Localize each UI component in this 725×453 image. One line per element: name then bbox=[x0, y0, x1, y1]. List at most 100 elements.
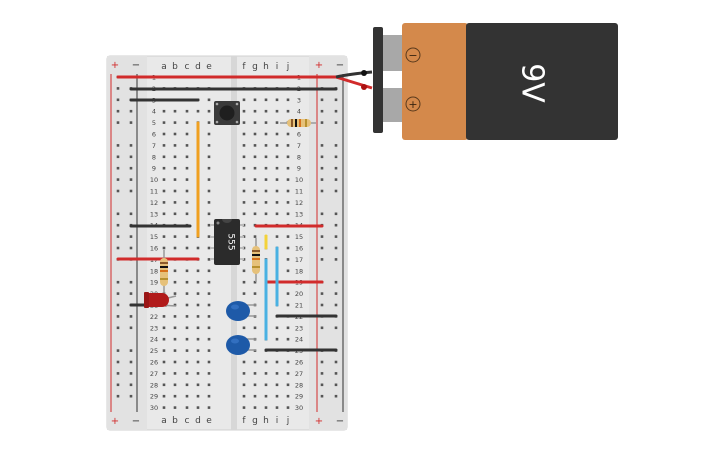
breadboard-hole[interactable] bbox=[196, 109, 200, 113]
breadboard-hole[interactable] bbox=[286, 394, 290, 398]
breadboard-hole[interactable] bbox=[320, 372, 324, 375]
breadboard-hole[interactable] bbox=[116, 189, 120, 193]
breadboard-hole[interactable] bbox=[334, 178, 338, 181]
breadboard-hole[interactable] bbox=[185, 280, 189, 284]
breadboard-hole[interactable] bbox=[173, 303, 177, 307]
breadboard-hole[interactable] bbox=[196, 349, 200, 352]
breadboard-hole[interactable] bbox=[173, 155, 177, 159]
wire-battery-black-lead[interactable] bbox=[335, 70, 373, 79]
breadboard-hole[interactable] bbox=[116, 87, 120, 90]
breadboard-hole[interactable] bbox=[207, 303, 211, 307]
breadboard-hole[interactable] bbox=[162, 406, 166, 409]
breadboard-hole[interactable] bbox=[173, 383, 177, 387]
breadboard-hole[interactable] bbox=[253, 360, 257, 364]
battery-9v-icon[interactable]: − + 9V bbox=[373, 23, 618, 140]
breadboard-hole[interactable] bbox=[173, 326, 177, 330]
breadboard-hole[interactable] bbox=[320, 98, 324, 102]
breadboard-hole[interactable] bbox=[207, 383, 211, 387]
breadboard-hole[interactable] bbox=[275, 326, 279, 330]
breadboard-hole[interactable] bbox=[162, 349, 166, 352]
breadboard-hole[interactable] bbox=[116, 326, 120, 330]
breadboard-hole[interactable] bbox=[275, 98, 279, 102]
breadboard-hole[interactable] bbox=[207, 223, 211, 227]
breadboard-hole[interactable] bbox=[207, 235, 211, 238]
breadboard-hole[interactable] bbox=[162, 235, 166, 238]
breadboard-hole[interactable] bbox=[286, 155, 290, 159]
breadboard-hole[interactable] bbox=[162, 201, 166, 204]
breadboard-hole[interactable] bbox=[196, 303, 200, 307]
breadboard-hole[interactable] bbox=[185, 121, 189, 124]
capacitor-icon[interactable] bbox=[226, 301, 256, 321]
breadboard-hole[interactable] bbox=[253, 406, 257, 409]
breadboard-hole[interactable] bbox=[242, 189, 246, 193]
breadboard-hole[interactable] bbox=[320, 212, 324, 216]
breadboard-hole[interactable] bbox=[116, 155, 120, 159]
breadboard-hole[interactable] bbox=[242, 178, 246, 181]
breadboard-hole[interactable] bbox=[286, 406, 290, 409]
breadboard-hole[interactable] bbox=[173, 178, 177, 181]
breadboard-hole[interactable] bbox=[129, 109, 133, 113]
breadboard-hole[interactable] bbox=[253, 201, 257, 204]
breadboard-hole[interactable] bbox=[207, 315, 211, 318]
breadboard-hole[interactable] bbox=[196, 269, 200, 273]
breadboard-hole[interactable] bbox=[207, 98, 211, 102]
breadboard-hole[interactable] bbox=[242, 326, 246, 330]
breadboard-hole[interactable] bbox=[253, 166, 257, 170]
breadboard-hole[interactable] bbox=[334, 212, 338, 216]
breadboard-hole[interactable] bbox=[162, 212, 166, 216]
breadboard-hole[interactable] bbox=[162, 189, 166, 193]
breadboard-hole[interactable] bbox=[162, 178, 166, 181]
breadboard-hole[interactable] bbox=[185, 246, 189, 250]
breadboard-hole[interactable] bbox=[129, 326, 133, 330]
resistor-icon[interactable] bbox=[280, 119, 316, 127]
breadboard-hole[interactable] bbox=[253, 144, 257, 147]
breadboard-hole[interactable] bbox=[264, 372, 268, 375]
breadboard-hole[interactable] bbox=[334, 98, 338, 102]
breadboard-hole[interactable] bbox=[286, 98, 290, 102]
breadboard-hole[interactable] bbox=[116, 223, 120, 227]
breadboard-hole[interactable] bbox=[286, 235, 290, 238]
breadboard-hole[interactable] bbox=[275, 144, 279, 147]
breadboard-hole[interactable] bbox=[196, 383, 200, 387]
breadboard-hole[interactable] bbox=[253, 212, 257, 216]
breadboard-hole[interactable] bbox=[320, 292, 324, 295]
breadboard-hole[interactable] bbox=[173, 212, 177, 216]
breadboard-hole[interactable] bbox=[320, 246, 324, 250]
ic-555-icon[interactable]: 555 bbox=[210, 219, 244, 265]
breadboard-hole[interactable] bbox=[242, 360, 246, 364]
breadboard-hole[interactable] bbox=[129, 394, 133, 398]
breadboard-hole[interactable] bbox=[253, 372, 257, 375]
breadboard-hole[interactable] bbox=[116, 280, 120, 284]
breadboard-hole[interactable] bbox=[207, 155, 211, 159]
breadboard-hole[interactable] bbox=[173, 201, 177, 204]
breadboard-hole[interactable] bbox=[320, 303, 324, 307]
breadboard-hole[interactable] bbox=[264, 394, 268, 398]
breadboard-hole[interactable] bbox=[207, 269, 211, 273]
breadboard-hole[interactable] bbox=[173, 349, 177, 352]
breadboard-hole[interactable] bbox=[207, 246, 211, 250]
breadboard-hole[interactable] bbox=[129, 235, 133, 238]
breadboard-hole[interactable] bbox=[264, 166, 268, 170]
breadboard-hole[interactable] bbox=[286, 258, 290, 261]
breadboard-hole[interactable] bbox=[264, 144, 268, 147]
breadboard-hole[interactable] bbox=[162, 383, 166, 387]
breadboard-hole[interactable] bbox=[185, 303, 189, 307]
breadboard-hole[interactable] bbox=[334, 292, 338, 295]
breadboard-hole[interactable] bbox=[196, 280, 200, 284]
breadboard-hole[interactable] bbox=[116, 383, 120, 387]
breadboard-hole[interactable] bbox=[207, 189, 211, 193]
breadboard-hole[interactable] bbox=[286, 212, 290, 216]
breadboard-hole[interactable] bbox=[253, 155, 257, 159]
breadboard-hole[interactable] bbox=[242, 269, 246, 273]
breadboard-hole[interactable] bbox=[286, 166, 290, 170]
breadboard-hole[interactable] bbox=[242, 201, 246, 204]
breadboard-hole[interactable] bbox=[173, 121, 177, 124]
breadboard-hole[interactable] bbox=[185, 201, 189, 204]
breadboard-hole[interactable] bbox=[286, 292, 290, 295]
breadboard-hole[interactable] bbox=[129, 189, 133, 193]
breadboard-hole[interactable] bbox=[196, 292, 200, 295]
breadboard-hole[interactable] bbox=[275, 166, 279, 170]
breadboard-hole[interactable] bbox=[334, 372, 338, 375]
breadboard-hole[interactable] bbox=[129, 166, 133, 170]
breadboard-hole[interactable] bbox=[116, 349, 120, 352]
